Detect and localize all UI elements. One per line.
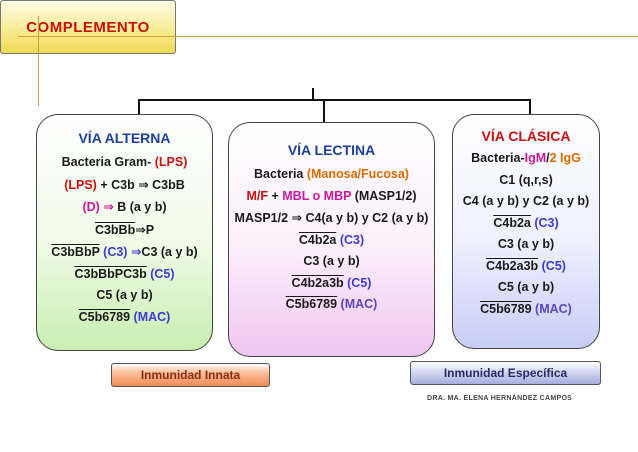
arrow-icon: ⇒ — [103, 199, 114, 214]
alterna-line-4: C3bBb⇒P — [94, 221, 155, 237]
via-clasica-header: VÍA CLÁSICA — [481, 128, 571, 144]
clasica-line-7: C5 (a y b) — [497, 280, 555, 294]
alterna-line-2: (LPS) + C3b ⇒ C3bB — [64, 176, 185, 192]
arrow-icon: ⇒ — [130, 244, 142, 259]
clasica-line-6: C4b2a3b (C5) — [486, 258, 566, 273]
clasica-line-3: C4 (a y b) y C2 (a y b) — [462, 194, 590, 208]
complemento-title: COMPLEMENTO — [26, 18, 150, 36]
alterna-line-5: C3bBbP (C3) ⇒C3 (a y b) — [51, 244, 198, 259]
left-decorative-line — [38, 16, 39, 106]
via-lectina-box: VÍA LECTINA Bacteria (Manosa/Fucosa) M/F… — [228, 122, 435, 357]
alterna-line-7: C5 (a y b) — [96, 288, 153, 302]
connector-lectina — [323, 99, 325, 123]
arrow-icon: ⇒ — [291, 210, 302, 225]
via-clasica-box: VÍA CLÁSICA Bacteria-IgM/2 IgG C1 (q,r,s… — [452, 114, 600, 349]
clasica-line-8: C5b6789 (MAC) — [480, 301, 572, 316]
inmunidad-innata-tag: Inmunidad Innata — [111, 363, 270, 387]
inmunidad-especifica-tag: Inmunidad Específica — [410, 361, 601, 385]
connector-clasica — [529, 99, 531, 115]
alterna-line-8: C5b6789 (MAC) — [78, 309, 171, 324]
lectina-line-5: C3 (a y b) — [303, 254, 360, 268]
clasica-line-1: Bacteria-IgM/2 IgG — [471, 151, 581, 165]
clasica-line-2: C1 (q,r,s) — [499, 172, 553, 187]
lectina-line-7: C5b6789 (MAC) — [285, 297, 378, 311]
lectina-line-1: Bacteria (Manosa/Fucosa) — [254, 167, 409, 181]
top-decorative-line — [18, 36, 638, 37]
alterna-line-3: (D) ⇒ B (a y b) — [82, 199, 167, 214]
lectina-line-6: C4b2a3b (C5) — [291, 275, 372, 290]
arrow-icon: ⇒ — [135, 221, 146, 237]
alterna-line-1: Bacteria Gram- (LPS) — [61, 155, 188, 169]
connector-title-down — [312, 88, 314, 100]
via-alterna-header: VÍA ALTERNA — [78, 130, 171, 146]
lectina-line-2: M/F + MBL o MBP (MASP1/2) — [246, 188, 417, 203]
complemento-title-box: COMPLEMENTO — [0, 0, 176, 54]
arrow-icon: ⇒ — [138, 176, 149, 192]
via-lectina-header: VÍA LECTINA — [287, 142, 376, 158]
via-alterna-box: VÍA ALTERNA Bacteria Gram- (LPS) (LPS) +… — [36, 114, 213, 351]
clasica-line-4: C4b2a (C3) — [493, 215, 559, 230]
author-credit: DRA. MA. ELENA HERNÁNDEZ CAMPOS — [427, 395, 573, 402]
lectina-line-3: MASP1/2 ⇒ C4(a y b) y C2 (a y b) — [234, 210, 429, 225]
alterna-line-6: C3bBbPC3b (C5) — [74, 266, 175, 281]
clasica-line-5: C3 (a y b) — [497, 237, 555, 251]
connector-alterna — [138, 99, 140, 115]
lectina-line-4: C4b2a (C3) — [298, 232, 365, 247]
connector-horizontal — [138, 99, 531, 101]
